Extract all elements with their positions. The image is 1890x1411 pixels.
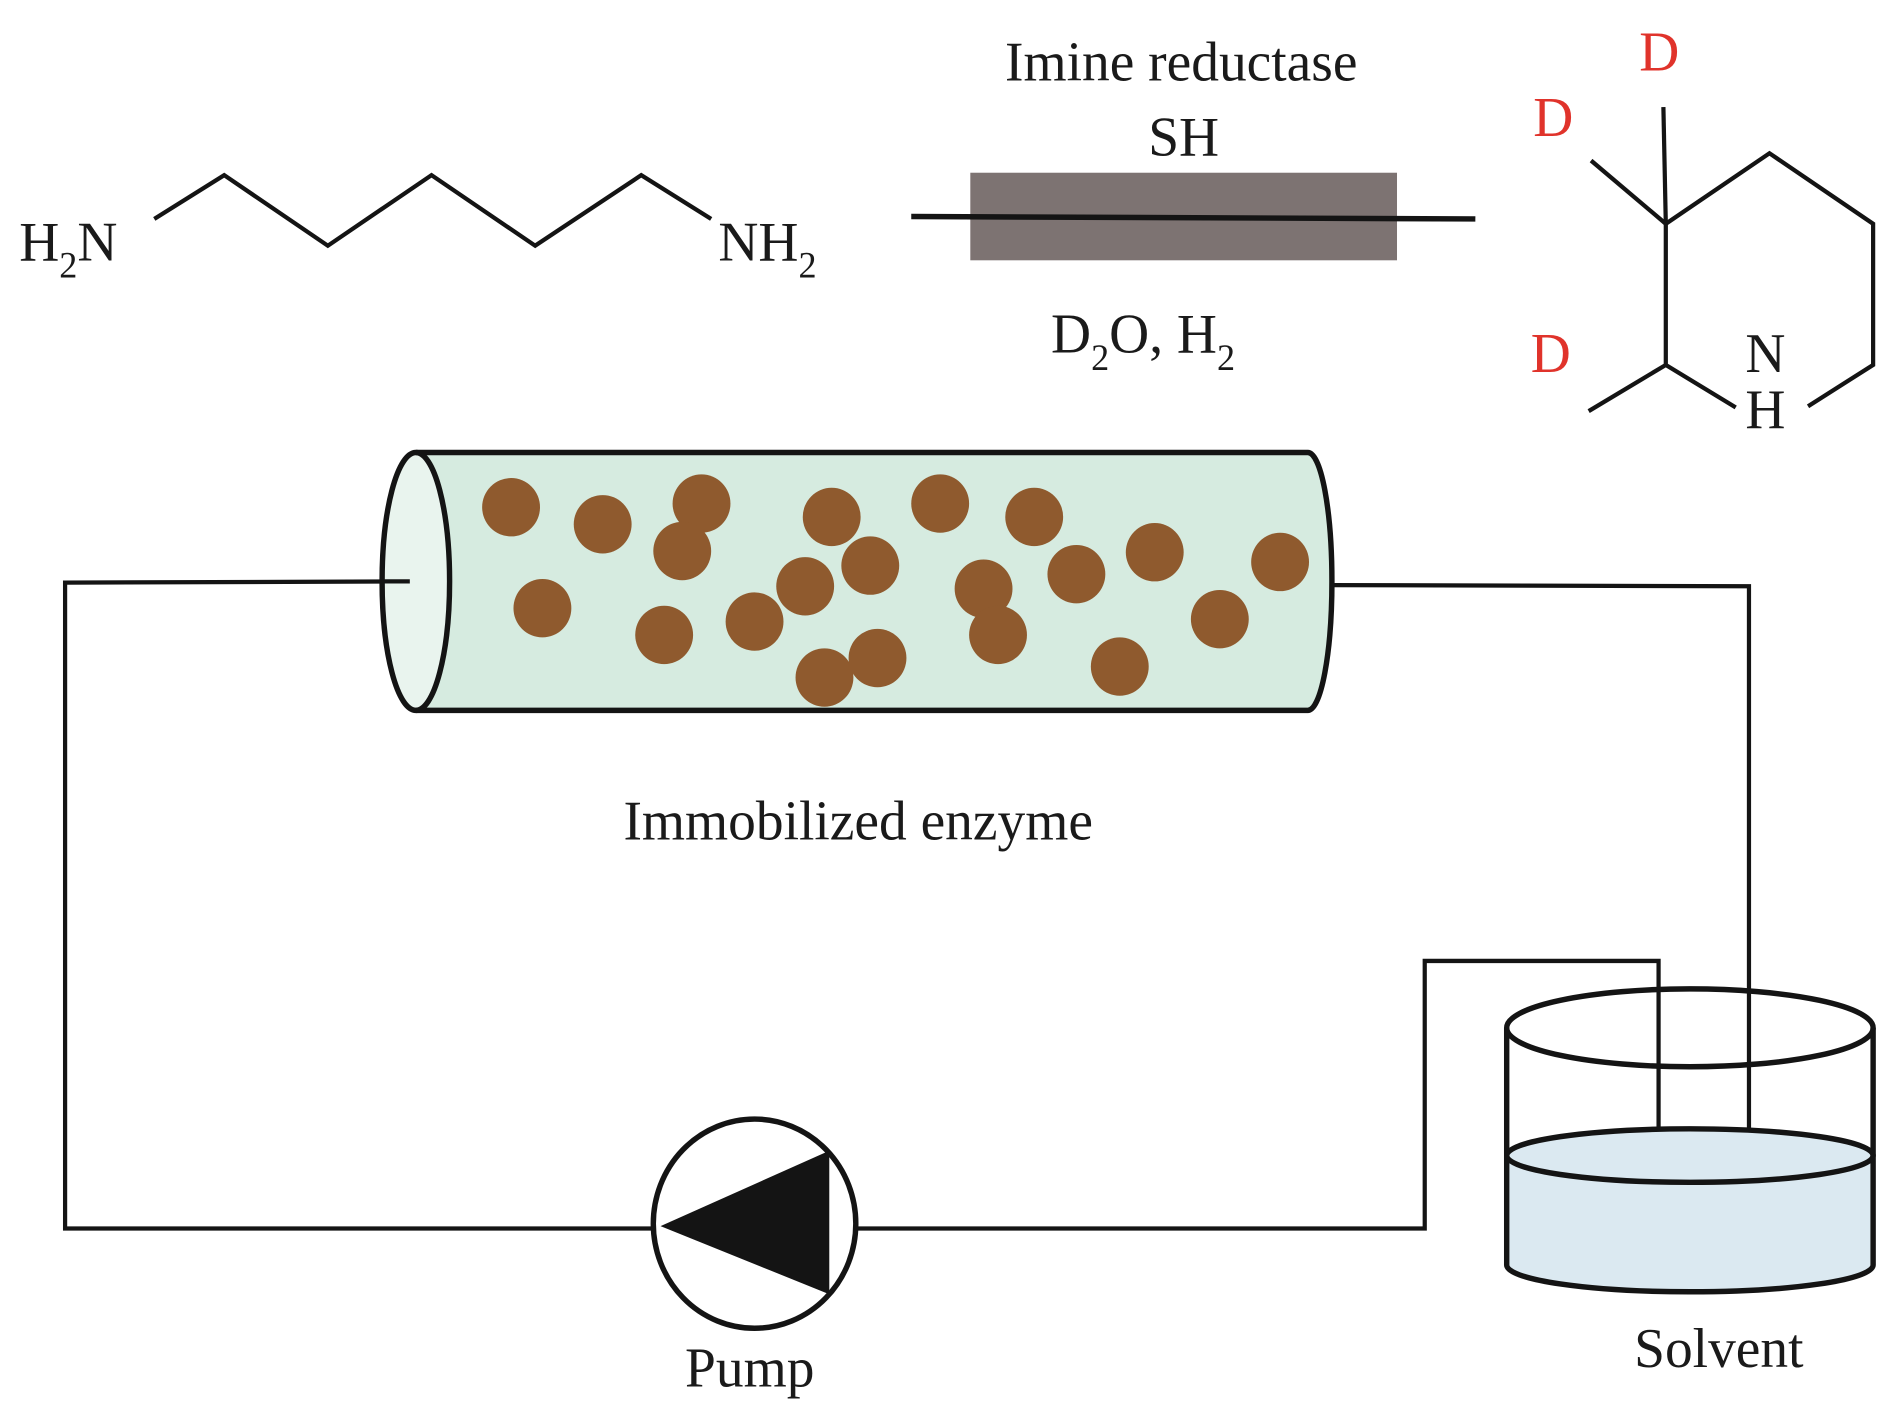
reservoir-bottom: [1503, 1264, 1876, 1295]
conditions-label: D2O, H2: [1051, 304, 1235, 378]
tube-reservoir-to-pump: [855, 958, 1661, 1231]
enzyme-bead: [954, 559, 1013, 618]
pump-housing[interactable]: [650, 1116, 859, 1332]
deuterium-label-bottom: D: [1531, 323, 1571, 385]
enzyme-bead: [725, 592, 784, 651]
enzyme-bead: [795, 648, 854, 707]
tubing: [62, 579, 1752, 1236]
catalyst-label: Imine reductase: [1005, 31, 1357, 93]
enzyme-bead: [1251, 532, 1310, 592]
enzyme-column: [379, 449, 1335, 714]
catalyst-sh-label: SH: [1148, 106, 1219, 168]
enzyme-bead: [1047, 544, 1106, 604]
bond-d-top: [1661, 106, 1668, 224]
deuterium-label-top: D: [1639, 21, 1679, 83]
enzyme-bead: [911, 474, 970, 533]
enzyme-bead: [776, 557, 835, 616]
bond-d-left: [1589, 158, 1668, 226]
pump[interactable]: [650, 1116, 859, 1332]
reservoir-rim: [1503, 986, 1876, 1070]
enzyme-bead: [1005, 487, 1064, 547]
bond-d-bottom: [1587, 363, 1667, 413]
reaction-arrow: Imine reductase SH D2O, H2: [911, 31, 1476, 378]
column-label: Immobilized enzyme: [623, 790, 1092, 852]
reactant-cadaverine: H2N NH2: [19, 172, 817, 285]
solvent-liquid: [1506, 1128, 1874, 1293]
tube-column-to-reservoir: [1331, 582, 1752, 1236]
hydrogen-label: H: [1745, 379, 1785, 441]
amine-right-label: NH2: [718, 211, 816, 285]
enzyme-bead: [1190, 589, 1249, 649]
ring-bonds-left: [1663, 223, 1737, 410]
enzyme-bead: [969, 605, 1027, 665]
enzyme-bead: [672, 474, 731, 533]
enzyme-bead: [1090, 637, 1149, 696]
tube-column-to-pump: [62, 579, 654, 1231]
carbon-chain: [153, 172, 713, 249]
enzyme-bead: [841, 536, 900, 595]
reservoir-label: Solvent: [1634, 1318, 1804, 1380]
column-outline: [415, 449, 1335, 714]
enzyme-bead: [802, 487, 861, 547]
enzyme-bead: [848, 628, 907, 688]
amine-left-label: H2N: [19, 211, 117, 285]
nitrogen-label: N: [1745, 323, 1785, 385]
enzyme-bead: [1125, 523, 1184, 582]
deuterium-label-left: D: [1533, 87, 1573, 149]
arrow-line: [911, 213, 1476, 222]
enzyme-beads: [482, 474, 1310, 707]
ring-bonds: [1664, 150, 1876, 409]
enzyme-bead: [635, 605, 694, 665]
enzyme-bead: [573, 495, 632, 554]
enzyme-bead: [482, 478, 540, 537]
product-piperidine: D D D N H: [1531, 21, 1876, 441]
pump-direction-icon: [660, 1150, 830, 1295]
enzyme-bead: [513, 578, 572, 638]
solvent-reservoir: [1503, 986, 1876, 1295]
pump-label: Pump: [685, 1337, 814, 1399]
enzyme-bead: [653, 521, 712, 581]
